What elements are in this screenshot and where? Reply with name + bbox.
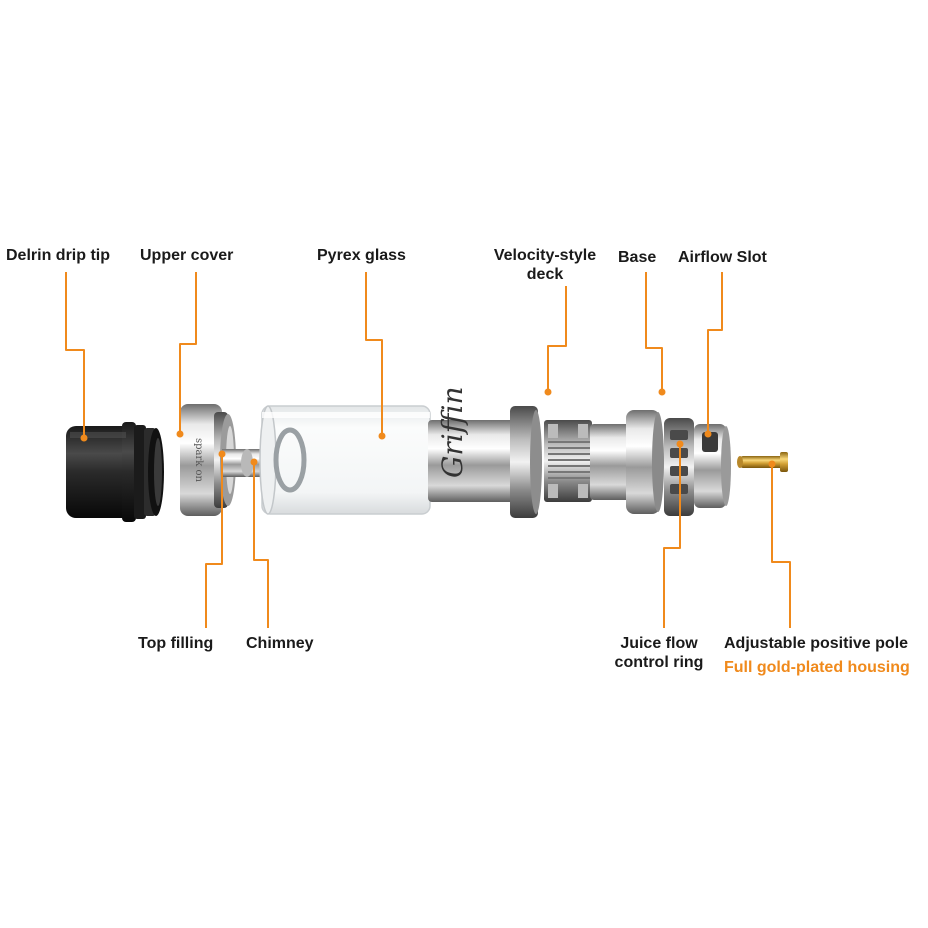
- base-part: [626, 410, 664, 514]
- leader-velocity-deck: [547, 286, 567, 392]
- drip-tip-part: [66, 422, 164, 522]
- leader-pyrex-glass: [365, 272, 383, 436]
- leader-upper-cover: [179, 272, 197, 434]
- label-juice-flow-line2: control ring: [614, 654, 704, 671]
- tank-body-part: Griffin: [428, 386, 542, 518]
- label-velocity-deck-line2: deck: [526, 266, 564, 283]
- label-upper-cover: Upper cover: [140, 247, 234, 264]
- product-engraving: Griffin: [436, 386, 469, 478]
- leader-top-filling: [205, 454, 223, 628]
- label-airflow-slot: Airflow Slot: [678, 249, 767, 266]
- label-chimney: Chimney: [246, 635, 314, 652]
- velocity-deck-part: [544, 420, 634, 502]
- leader-base: [645, 272, 663, 392]
- leader-airflow-slot: [707, 272, 723, 434]
- positive-pole-part: [737, 452, 788, 472]
- label-pyrex-glass: Pyrex glass: [317, 247, 406, 264]
- leader-lines: [65, 272, 791, 628]
- label-delrin-drip-tip: Delrin drip tip: [6, 247, 110, 264]
- label-base: Base: [618, 249, 657, 266]
- label-juice-flow-ring: Juice flow control ring: [610, 634, 708, 672]
- leader-positive-pole: [771, 464, 791, 628]
- leader-dots: [80, 388, 776, 468]
- label-gold-plated-housing: Full gold-plated housing: [724, 659, 910, 676]
- label-top-filling: Top filling: [138, 635, 214, 652]
- label-velocity-deck-line1: Velocity-style: [493, 247, 597, 264]
- pyrex-glass-part: [259, 405, 431, 515]
- leader-chimney: [253, 462, 269, 628]
- leader-drip-tip: [65, 272, 85, 438]
- airflow-sleeve-part: [694, 424, 731, 508]
- label-adjustable-positive-pole: Adjustable positive pole: [724, 635, 909, 652]
- leader-juice-flow: [663, 444, 681, 628]
- label-juice-flow-line1: Juice flow: [620, 635, 698, 652]
- label-velocity-deck: Velocity-style deck: [484, 246, 606, 284]
- svg-text:spark on: spark on: [193, 438, 204, 483]
